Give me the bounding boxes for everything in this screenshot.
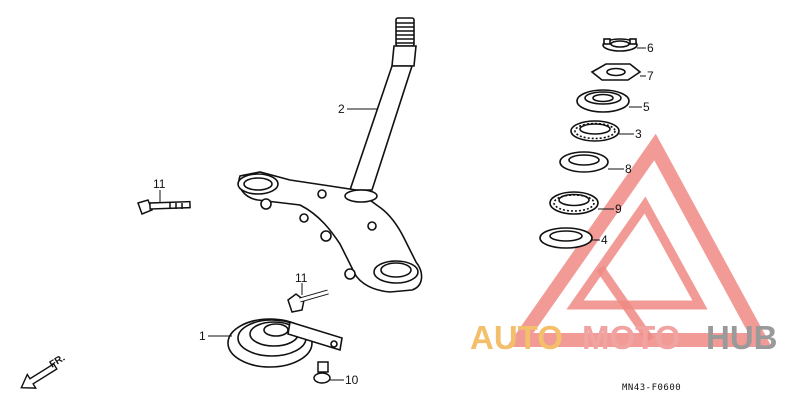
- callout-9: 9: [615, 202, 622, 216]
- horn-part-1: [227, 318, 343, 368]
- bearing-stack: [539, 38, 642, 249]
- callout-7: 7: [647, 69, 654, 83]
- dust-seal-part-4: [539, 227, 593, 249]
- front-direction-indicator: FR.: [20, 353, 67, 389]
- bolt-part-11-left: [137, 199, 191, 215]
- adjusting-nut-part-5: [576, 89, 630, 113]
- bearing-race-part-8: [559, 151, 609, 173]
- callout-8: 8: [625, 162, 632, 176]
- callout-2: 2: [338, 102, 345, 116]
- watermark-moto: MOTO: [582, 319, 680, 356]
- callout-6: 6: [647, 41, 654, 55]
- lock-nut-part-6: [602, 38, 638, 52]
- watermark-wordmark: AUTO MOTO HUB: [470, 319, 778, 356]
- arrow-left-icon: [20, 362, 58, 389]
- watermark-auto: AUTO: [470, 319, 563, 356]
- callout-4: 4: [601, 233, 608, 247]
- watermark-hub: HUB: [706, 319, 778, 356]
- bolt-part-11-horn: [287, 289, 329, 313]
- diagram-code: MN43-F0600: [622, 383, 681, 393]
- callout-5: 5: [643, 100, 650, 114]
- lock-washer-part-7: [590, 63, 642, 81]
- leader-lines: [159, 47, 646, 381]
- bearing-part-9: [549, 191, 599, 215]
- callout-1: 1: [199, 329, 206, 343]
- callout-11-left: 11: [153, 177, 166, 191]
- callout-labels: 2 11 11 1 10 6 7 5 3 8 9 4: [153, 41, 654, 387]
- nut-part-10: [313, 361, 331, 384]
- steering-stem: [237, 17, 423, 293]
- steering-bearing-part-3: [570, 120, 620, 142]
- callout-11-horn: 11: [295, 271, 308, 285]
- callout-10: 10: [345, 373, 359, 387]
- callout-3: 3: [635, 127, 642, 141]
